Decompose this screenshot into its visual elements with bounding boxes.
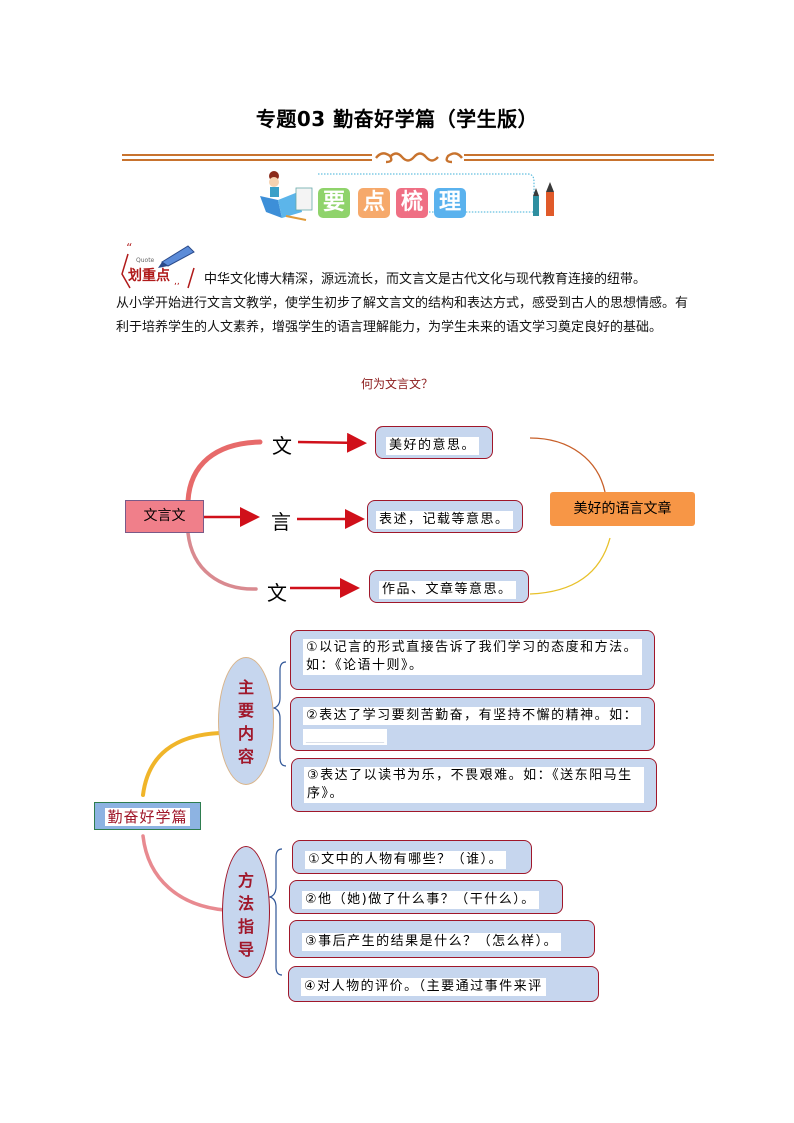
method-item-3: ③事后产生的结果是什么？（怎么样）。 [289, 920, 595, 958]
oval-method-char-3: 指 [237, 917, 254, 936]
method-item-4-text: ④对人物的评价。（主要通过事件来评 [301, 978, 546, 996]
method-item-4: ④对人物的评价。（主要通过事件来评 [288, 966, 599, 1002]
char-wen-2: 文 [267, 581, 287, 605]
merge-curve-bottom [529, 537, 611, 595]
quote-small-text: Quote [136, 257, 155, 264]
brace-main-content [272, 661, 287, 767]
banner-tile-1: 要 [318, 188, 350, 218]
method-item-3-text: ③事后产生的结果是什么？（怎么样）。 [302, 933, 562, 951]
intro-rest: 从小学开始进行文言文教学，使学生初步了解文言文的结构和表达方式，感受到古人的思想… [116, 296, 689, 335]
node-beautiful-writing: 美好的语言文章 [550, 492, 695, 526]
content-item-1-text: ①以记言的形式直接告诉了我们学习的态度和方法。如：《论语十则》。 [303, 639, 642, 675]
meaning-text-3: 作品、文章等意思。 [379, 581, 516, 599]
ornament-divider [122, 152, 714, 164]
content-item-1: ①以记言的形式直接告诉了我们学习的态度和方法。如：《论语十则》。 [290, 630, 655, 690]
oval-main-content-char-4: 容 [237, 747, 254, 766]
node-wenyanwen: 文言文 [125, 500, 204, 533]
meaning-text-2: 表述，记载等意思。 [376, 511, 513, 529]
svg-text:,,: ,, [174, 277, 180, 287]
branch-curve-bottom [186, 531, 258, 591]
oval-main-content-char-1: 主 [237, 678, 254, 697]
method-item-2: ②他（她)做了什么事？（干什么）。 [289, 880, 563, 914]
quote-badge-label: 划重点 [128, 267, 170, 284]
char-wen-1: 文 [272, 434, 292, 458]
student-reading-icon [260, 171, 313, 221]
oval-main-content-char-3: 内 [237, 724, 254, 743]
meaning-box-3: 作品、文章等意思。 [369, 570, 529, 603]
content-item-3-text: ③表达了以读书为乐，不畏艰难。如：《送东阳马生序》。 [304, 767, 644, 803]
oval-method-char-1: 方 [237, 871, 254, 890]
oval-main-content-char-2: 要 [237, 701, 254, 720]
meaning-text-1: 美好的意思。 [386, 437, 480, 455]
pencils-icon [533, 182, 554, 216]
char-yan: 言 [271, 510, 291, 534]
method-item-1: ①文中的人物有哪些？（谁）。 [292, 840, 532, 874]
content-item-3: ③表达了以读书为乐，不畏艰难。如：《送东阳马生序》。 [291, 758, 657, 812]
highlight-quote-badge: “ Quote 划重点 ,, [121, 241, 195, 289]
content-item-2-blank: ____________ [303, 729, 387, 745]
node-diligent-study: 勤奋好学篇 [94, 802, 201, 830]
intro-line-1: 中华文化博大精深，源远流长，而文言文是古代文化与现代教育连接的纽带。 [204, 272, 647, 287]
svg-text:“: “ [126, 241, 132, 255]
content-item-2: ②表达了学习要刻苦勤奋，有坚持不懈的精神。如： ____________ [290, 697, 655, 751]
meaning-box-2: 表述，记载等意思。 [367, 500, 523, 533]
intro-paragraph: 中华文化博大精深，源远流长，而文言文是古代文化与现代教育连接的纽带。 从小学开始… [116, 268, 690, 340]
oval-main-content: 主 要 内 容 [218, 657, 274, 785]
brace-method [268, 848, 283, 976]
banner-tile-4: 理 [434, 188, 466, 218]
node-diligent-study-label: 勤奋好学篇 [105, 808, 190, 826]
method-item-2-text: ②他（她)做了什么事？（干什么）。 [302, 891, 539, 909]
branch-curve-main-content [141, 731, 222, 797]
key-points-banner: 要 点 梳 理 [258, 166, 558, 222]
branch-curve-top [185, 439, 263, 504]
merge-curve-top [529, 437, 606, 493]
page-title: 专题03 勤奋好学篇（学生版） [255, 107, 539, 131]
oval-method-guide: 方 法 指 导 [222, 846, 270, 978]
meaning-box-1: 美好的意思。 [375, 426, 493, 459]
banner-tile-3: 梳 [396, 188, 428, 218]
branch-curve-method [141, 834, 227, 912]
arrow-wen1 [297, 432, 367, 453]
banner-frame [318, 173, 535, 213]
diagram1-caption: 何为文言文？ [360, 377, 433, 391]
method-item-1-text: ①文中的人物有哪些？（谁）。 [305, 851, 507, 869]
banner-tile-2: 点 [358, 188, 390, 218]
content-item-2-text: ②表达了学习要刻苦勤奋，有坚持不懈的精神。如： [303, 707, 642, 725]
oval-method-char-4: 导 [237, 940, 254, 959]
oval-method-char-2: 法 [237, 894, 254, 913]
